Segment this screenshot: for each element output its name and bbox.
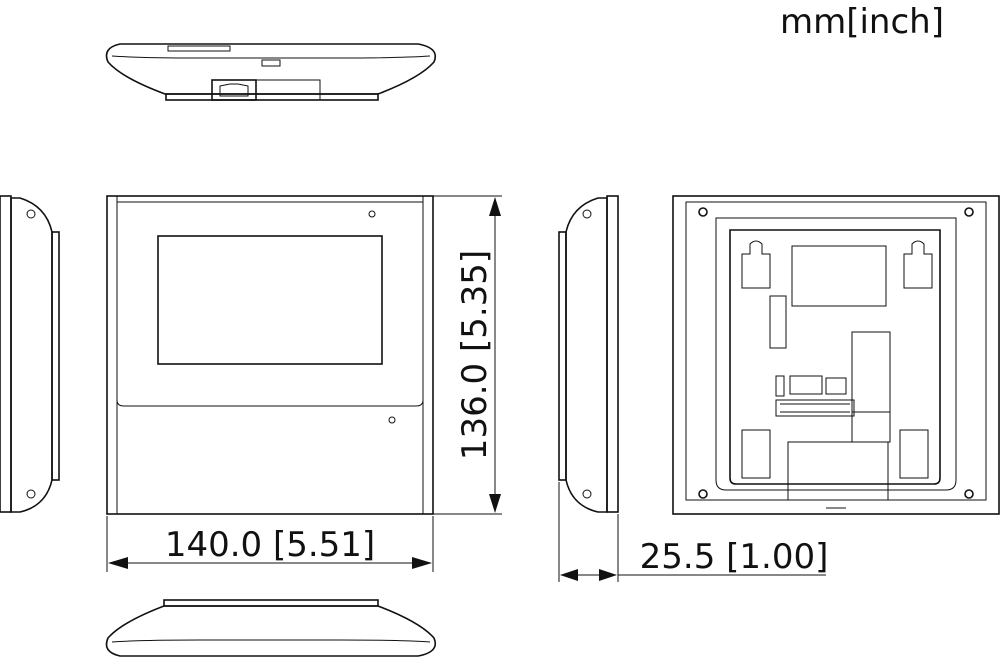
height-label: 136.0 [5.35] — [455, 250, 495, 460]
connector-icon — [825, 377, 847, 395]
right-side-view — [558, 195, 619, 513]
top-view — [105, 43, 437, 101]
width-label: 140.0 [5.51] — [165, 525, 375, 565]
depth-label: 25.5 [1.00] — [640, 537, 829, 577]
screen — [157, 235, 383, 365]
connector-icon — [789, 375, 823, 395]
units-label: mm[inch] — [780, 2, 944, 42]
left-side-view — [0, 195, 60, 513]
screw-icon — [698, 489, 708, 499]
microphone-icon — [388, 416, 396, 424]
bottom-view — [105, 599, 437, 657]
screw-icon — [964, 207, 974, 217]
cable-slot — [769, 295, 787, 349]
keyhole-icon — [741, 240, 771, 289]
height-dimension: 136.0 [5.35] — [433, 195, 502, 515]
screw-icon — [964, 489, 974, 499]
depth-dimension: 25.5 [1.00] — [558, 482, 829, 582]
rear-view — [672, 195, 1000, 515]
label-area — [791, 245, 887, 307]
front-view — [106, 195, 434, 515]
lower-mount — [741, 429, 771, 479]
width-dimension: 140.0 [5.51] — [106, 516, 434, 572]
keyhole-icon — [903, 240, 933, 289]
lower-mount — [899, 429, 929, 479]
screw-icon — [698, 207, 708, 217]
terminal-block — [775, 399, 855, 417]
sensor-icon — [368, 210, 376, 218]
